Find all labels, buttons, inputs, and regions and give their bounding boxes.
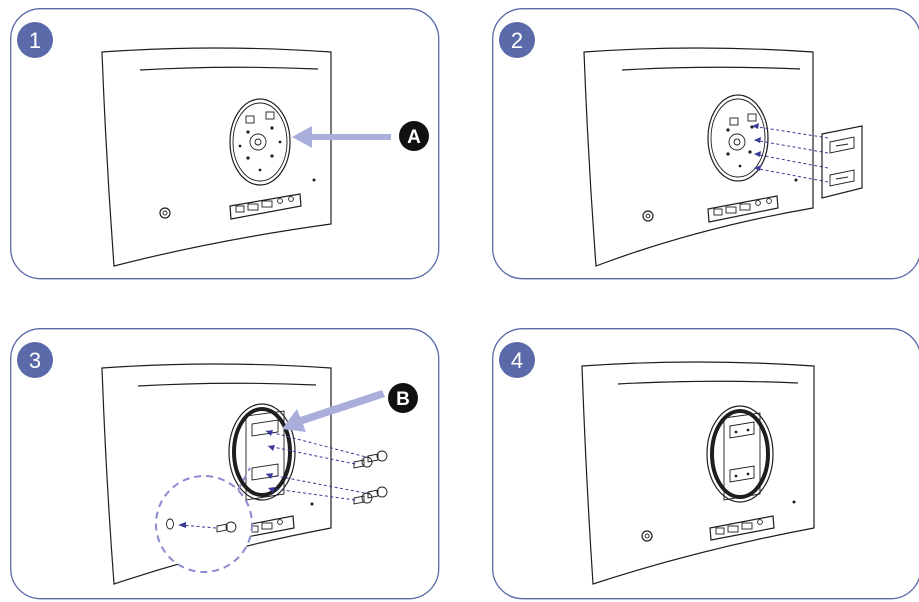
step-1-panel: 1 — [10, 8, 440, 280]
sensor-dot — [311, 503, 314, 506]
step-2-panel: 2 — [492, 8, 919, 280]
step-2-illustration: 2 — [492, 8, 919, 280]
step-number: 1 — [29, 28, 41, 53]
callout-b-label: B — [396, 389, 410, 410]
panel-frame — [493, 9, 919, 279]
sensor-dot — [795, 179, 798, 182]
step-number: 3 — [29, 348, 41, 373]
step-4-panel: 4 — [492, 328, 919, 600]
sensor-dot — [313, 179, 316, 182]
step-number: 4 — [511, 348, 523, 373]
panel-frame — [493, 329, 919, 599]
step-3-panel: 3 — [10, 328, 440, 600]
panel-frame — [11, 9, 439, 279]
step-1-illustration: 1 — [10, 8, 440, 280]
step-3-illustration: 3 — [10, 328, 440, 600]
step-4-illustration: 4 — [492, 328, 919, 600]
sensor-dot — [793, 501, 796, 504]
step-number: 2 — [511, 28, 523, 53]
callout-a-label: A — [407, 127, 421, 148]
